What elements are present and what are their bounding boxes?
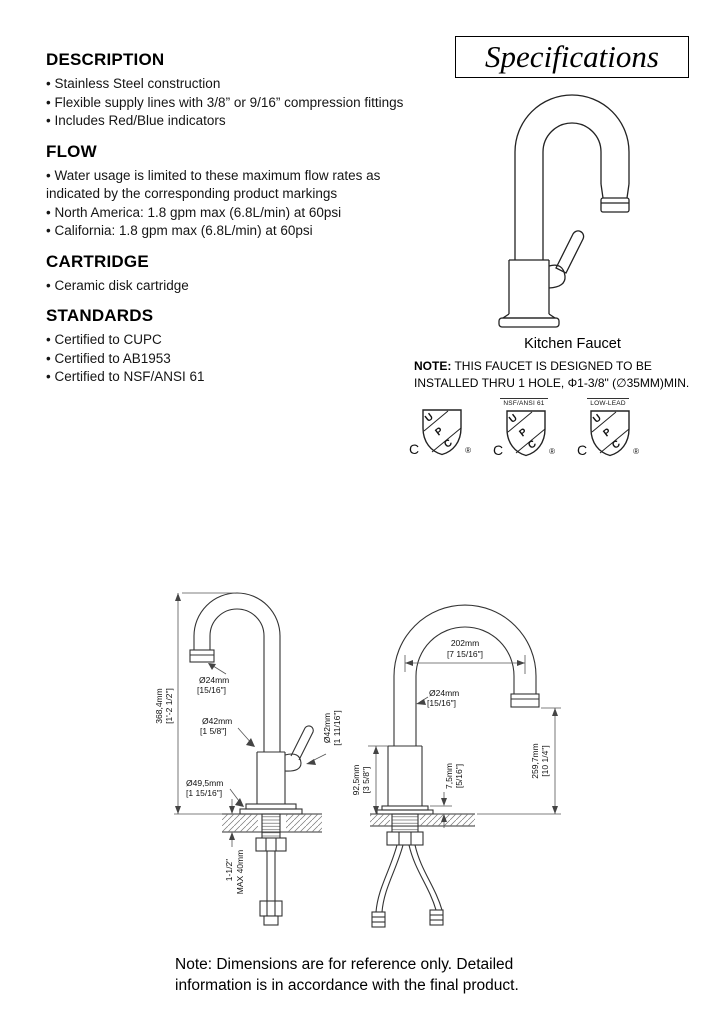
dim-body-height-mm: 92,5mm — [351, 765, 361, 796]
bullet-item: Stainless Steel construction — [46, 75, 412, 94]
cert-badge-nsf: NSF/ANSI 61 C U P C ® — [492, 398, 556, 457]
shield-letter-p: P — [518, 426, 530, 439]
upc-shield-icon: U P C — [590, 410, 630, 457]
faucet-spout — [514, 94, 630, 260]
registered-mark: ® — [465, 446, 472, 455]
front-view-dimensions: 202mm [7 15/16"] Ø24mm [15/16"] 259,7mm … — [351, 638, 561, 828]
section-description: DESCRIPTION Stainless Steel construction… — [46, 50, 412, 131]
side-view-dimensions: 368,4mm [1'-2 1/2"] Ø24mm [15/16"] Ø42mm… — [154, 592, 342, 894]
note-label: NOTE: — [414, 359, 452, 373]
shield-letter-p: P — [434, 425, 446, 438]
kitchen-faucet-illustration — [498, 94, 630, 328]
dim-front-spout-dia-mm: Ø24mm — [429, 688, 459, 698]
dim-deck-max-in: 1-1/2" — [224, 859, 234, 881]
dim-body-dia-in: [1 5/8"] — [200, 726, 227, 736]
dim-outlet-height-in: [10 1/4"] — [540, 745, 550, 776]
dim-reach-in: [7 15/16"] — [447, 649, 483, 659]
bullet-item: Ceramic disk cartridge — [46, 277, 412, 296]
note-text: THIS FAUCET IS DESIGNED TO BE INSTALLED … — [414, 359, 690, 390]
dim-overall-height-mm: 368,4mm — [154, 688, 164, 723]
bullet-item: Certified to NSF/ANSI 61 — [46, 368, 412, 387]
dim-handle-dia-mm: Ø42mm — [322, 713, 332, 743]
bullet-item: Water usage is limited to these maximum … — [46, 167, 412, 204]
installation-note: NOTE: THIS FAUCET IS DESIGNED TO BE INST… — [414, 358, 706, 391]
certification-badges: C U P C ® NSF/ANSI 61 C — [408, 398, 640, 457]
bullet-item: Certified to CUPC — [46, 331, 412, 350]
specifications-title-box: Specifications — [455, 36, 689, 78]
dim-base-height-mm: 7,5mm — [444, 763, 454, 789]
cert-c-mark: C — [576, 442, 588, 458]
dim-base-height-in: [5/16"] — [454, 764, 464, 788]
dim-base-dia-mm: Ø49,5mm — [186, 778, 223, 788]
page-title: Specifications — [485, 39, 659, 74]
dim-body-height-in: [3 5/8"] — [361, 767, 371, 794]
dimension-drawing: 368,4mm [1'-2 1/2"] Ø24mm [15/16"] Ø42mm… — [154, 592, 561, 928]
side-view — [189, 592, 322, 926]
section-flow: FLOW Water usage is limited to these max… — [46, 142, 412, 241]
faucet-handle — [548, 230, 585, 289]
bullet-item: Includes Red/Blue indicators — [46, 112, 412, 131]
section-heading-description: DESCRIPTION — [46, 50, 165, 69]
cert-badge-low-lead: LOW-LEAD C U P C ® — [576, 398, 640, 457]
spec-text-column: DESCRIPTION Stainless Steel construction… — [46, 50, 412, 398]
dim-front-spout-dia-in: [15/16"] — [427, 698, 456, 708]
section-standards: STANDARDS Certified to CUPC Certified to… — [46, 306, 412, 387]
section-heading-standards: STANDARDS — [46, 306, 154, 325]
upc-shield-icon: U P C — [506, 410, 546, 457]
cert-badge-cupc: C U P C ® — [408, 398, 472, 457]
bullet-item: Certified to AB1953 — [46, 350, 412, 369]
faucet-base — [498, 313, 560, 328]
front-view — [370, 604, 540, 928]
dim-spout-dia-mm: Ø24mm — [199, 675, 229, 685]
section-heading-flow: FLOW — [46, 141, 97, 161]
dim-base-dia-in: [1 15/16"] — [186, 788, 222, 798]
shield-letter-p: P — [602, 426, 614, 439]
dim-outlet-height-mm: 259,7mm — [530, 743, 540, 778]
registered-mark: ® — [633, 447, 640, 456]
dim-body-dia-mm: Ø42mm — [202, 716, 232, 726]
upc-shield-icon: U P C — [422, 409, 462, 456]
dim-handle-dia-in: [1 11/16"] — [332, 710, 342, 745]
illustration-caption: Kitchen Faucet — [524, 336, 621, 352]
cert-c-mark: C — [408, 441, 420, 457]
cert-badge-label: NSF/ANSI 61 — [500, 398, 548, 408]
dim-reach-mm: 202mm — [451, 638, 479, 648]
cert-c-mark: C — [492, 442, 504, 458]
registered-mark: ® — [549, 447, 556, 456]
bullet-item: California: 1.8 gpm max (6.8L/min) at 60… — [46, 222, 412, 241]
cert-badge-label: LOW-LEAD — [587, 398, 629, 408]
dim-overall-height-in: [1'-2 1/2"] — [164, 688, 174, 724]
section-cartridge: CARTRIDGE Ceramic disk cartridge — [46, 252, 412, 296]
footer-note: Note: Dimensions are for reference only.… — [175, 956, 519, 994]
dim-deck-max-mm: MAX 40mm — [235, 850, 245, 894]
dim-spout-dia-in: [15/16"] — [197, 685, 226, 695]
section-heading-cartridge: CARTRIDGE — [46, 251, 149, 271]
bullet-item: North America: 1.8 gpm max (6.8L/min) at… — [46, 204, 412, 223]
faucet-body — [508, 259, 550, 314]
bullet-item: Flexible supply lines with 3/8” or 9/16”… — [46, 94, 412, 113]
